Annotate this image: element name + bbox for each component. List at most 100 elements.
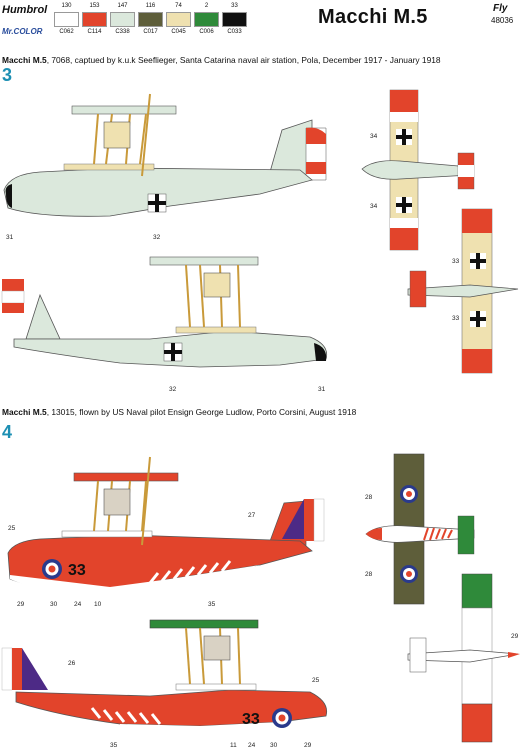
fuselage-cross	[163, 342, 183, 362]
hull-bottom	[120, 722, 280, 732]
plane3-top-view	[361, 89, 475, 251]
callout-29: 29	[304, 742, 312, 749]
nose-cross	[5, 184, 12, 208]
color-chip	[82, 12, 107, 27]
hull-nose-red	[366, 528, 382, 540]
plane3-left-profile	[3, 93, 327, 217]
swatch-green: 2 C006	[193, 2, 220, 38]
swatch-red: 153 C114	[81, 2, 108, 38]
roundel-fuselage	[272, 708, 292, 728]
swatch-white: 130 C062	[53, 2, 80, 38]
engine	[103, 121, 131, 149]
lower-wing	[63, 163, 155, 171]
hull-bottom	[10, 565, 260, 595]
caption-aircraft: Macchi M.5	[2, 407, 47, 417]
mrcolor-code: C033	[227, 29, 242, 35]
color-chip	[166, 12, 191, 27]
hull-stripes	[423, 527, 453, 541]
humbrol-brand: Humbrol	[2, 4, 48, 16]
color-chip	[54, 12, 79, 27]
callout-31: 31	[6, 234, 14, 241]
callout-29: 29	[17, 601, 25, 608]
callout-30: 30	[270, 742, 278, 749]
callout-34: 34	[370, 203, 378, 210]
rudder-red	[304, 499, 314, 541]
wing-cross-upper	[470, 253, 486, 269]
tailplane	[409, 637, 427, 673]
fuselage-cross	[147, 193, 167, 213]
callout-24: 24	[248, 742, 256, 749]
humbrol-code: 147	[117, 3, 128, 9]
swatch-olive: 116 C017	[137, 2, 164, 38]
rudder-blue	[282, 499, 304, 539]
upper-wing	[71, 105, 177, 115]
lower-wing	[175, 326, 257, 334]
color-palette: Humbrol Mr.COLOR 130 C062 153 C114 147 C…	[2, 2, 252, 38]
wing-cross-lower	[470, 311, 486, 327]
plane4-right-profile: 33	[1, 619, 328, 732]
rudder-white	[313, 498, 325, 542]
mrcolor-code: C017	[143, 29, 158, 35]
callout-28: 28	[365, 494, 373, 501]
color-chip	[110, 12, 135, 27]
upper-wing	[73, 472, 179, 482]
rudder-white	[1, 647, 13, 691]
callout-25: 25	[312, 677, 320, 684]
callout-33: 33	[452, 258, 460, 265]
callout-32: 32	[153, 234, 161, 241]
wing-white-tip-bottom	[390, 218, 418, 228]
caption-text: , 7068, captued by k.u.k Seeflieger, San…	[46, 55, 441, 65]
callout-24: 24	[74, 601, 82, 608]
wing-cross-upper	[396, 129, 412, 145]
swatch-pale-green: 147 C338	[109, 2, 136, 38]
engine	[103, 488, 131, 516]
mrcolor-brand: Mr.COLOR	[2, 27, 43, 36]
humbrol-code: 2	[204, 3, 209, 9]
hull-number: 33	[68, 562, 86, 579]
wing-red-tip-bottom	[462, 349, 492, 373]
rudder-white	[1, 290, 25, 304]
section4-caption: Macchi M.5, 13015, flown by US Naval pil…	[2, 407, 356, 417]
callout-35: 35	[110, 742, 118, 749]
wing-red-tip-top	[390, 90, 418, 112]
mrcolor-code: C045	[171, 29, 186, 35]
humbrol-code: 130	[61, 3, 72, 9]
wing-red-tip-bottom	[390, 228, 418, 250]
humbrol-code: 74	[175, 3, 182, 9]
tail-fin	[25, 293, 61, 340]
plane3-bottom-view	[407, 208, 519, 374]
section4-number: 4	[2, 422, 13, 442]
engine	[203, 635, 231, 661]
tailplane	[409, 270, 427, 308]
mrcolor-code: C338	[115, 29, 130, 35]
wing-cross-lower	[396, 197, 412, 213]
hull	[407, 284, 519, 298]
upper-wing	[149, 256, 259, 266]
swatch-linen: 74 C045	[165, 2, 192, 38]
tailplane	[457, 515, 475, 555]
plane3-right-profile	[1, 256, 328, 368]
lower-wing	[61, 530, 153, 538]
callout-27: 27	[248, 512, 256, 519]
humbrol-code: 116	[145, 3, 156, 9]
engine	[203, 272, 231, 298]
roundel-fuselage	[42, 559, 62, 579]
rudder-red-top	[306, 127, 326, 144]
section3-caption: Macchi M.5, 7068, captued by k.u.k Seefl…	[2, 55, 441, 65]
mrcolor-code: C006	[199, 29, 214, 35]
rudder-red-bottom	[2, 303, 24, 313]
hull	[407, 649, 519, 663]
page-title: Macchi M.5	[318, 6, 428, 28]
swatch-black: 33 C033	[221, 2, 248, 38]
callout-34: 34	[370, 133, 378, 140]
upper-wing	[149, 619, 259, 629]
hull-number: 33	[242, 711, 260, 728]
mrcolor-code: C062	[59, 29, 74, 35]
rudder-red-top	[2, 279, 24, 291]
roundel-lower	[400, 565, 418, 583]
section3-number: 3	[2, 65, 13, 85]
hull	[365, 525, 475, 543]
plane4-left-profile: 33	[7, 456, 325, 595]
plane4-bottom-view	[407, 573, 520, 743]
callout-28: 28	[365, 571, 373, 578]
